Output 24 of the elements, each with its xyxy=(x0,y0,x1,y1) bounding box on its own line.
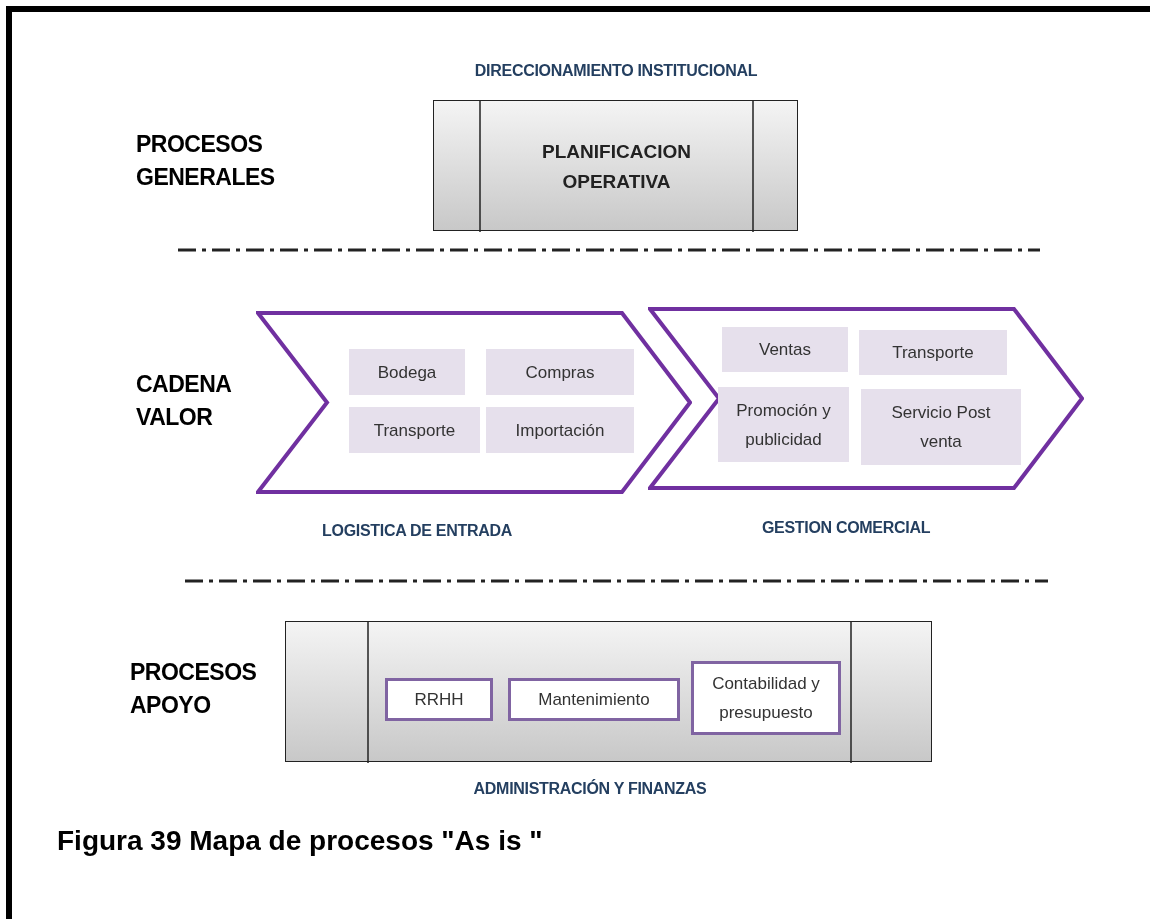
row-label: PROCESOS APOYO xyxy=(130,658,258,720)
activity-box: Transporte xyxy=(859,330,1007,375)
activity-box: Servicio Post venta xyxy=(861,389,1021,465)
chevron-shape xyxy=(648,307,1084,490)
activity-box: RRHH xyxy=(385,678,493,721)
figure-caption: Figura 39 Mapa de procesos "As is " xyxy=(57,825,543,857)
activity-box: Bodega xyxy=(349,349,465,395)
process-band xyxy=(433,100,798,231)
activity-box: Mantenimiento xyxy=(508,678,680,721)
chevron-shape xyxy=(256,311,692,494)
row-label: PROCESOS GENERALES xyxy=(136,130,276,192)
activity-box: Compras xyxy=(486,349,634,395)
activity-box: Promoción y publicidad xyxy=(718,387,849,462)
process-heading: DIRECCIONAMIENTO INSTITUCIONAL xyxy=(474,62,758,80)
process-heading: LOGISTICA DE ENTRADA xyxy=(322,522,512,540)
process-band xyxy=(285,621,932,762)
row-label: CADENA VALOR xyxy=(136,370,232,432)
process-heading: ADMINISTRACIÓN Y FINANZAS xyxy=(473,780,707,798)
activity-box: Transporte xyxy=(349,407,480,453)
activity-box: Contabilidad y presupuesto xyxy=(691,661,841,735)
activity-box: Importación xyxy=(486,407,634,453)
process-heading: GESTION COMERCIAL xyxy=(761,519,931,537)
process-title: PLANIFICACION OPERATIVA xyxy=(541,139,692,194)
activity-box: Ventas xyxy=(722,327,848,372)
